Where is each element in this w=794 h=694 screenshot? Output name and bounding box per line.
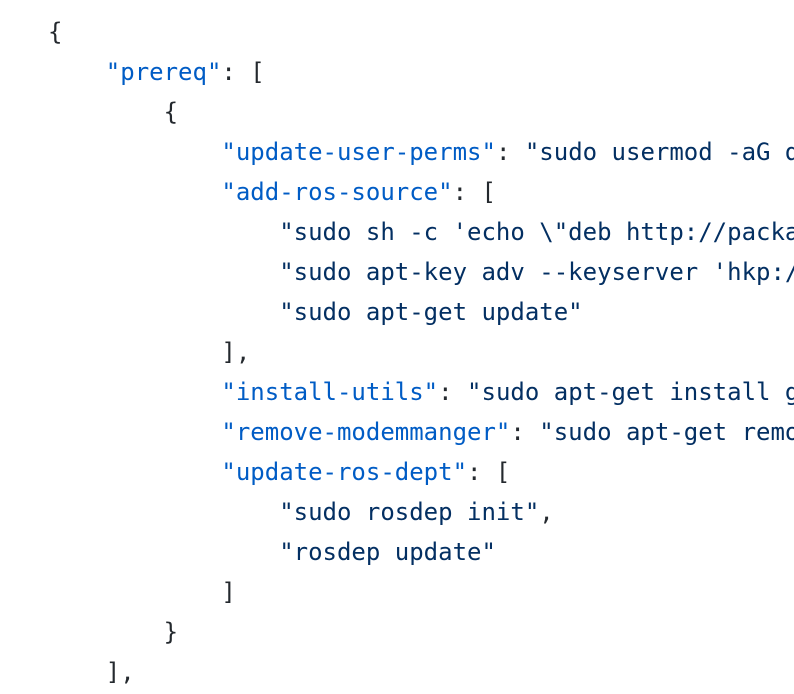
json-key: "install-utils" xyxy=(221,378,439,406)
json-string: "sudo apt-get install g xyxy=(467,378,794,406)
code-line: ], xyxy=(48,332,794,372)
json-key: "update-ros-dept" xyxy=(221,458,468,486)
json-punctuation: : xyxy=(495,138,525,166)
code-line: "update-user-perms": "sudo usermod -aG d xyxy=(48,132,794,172)
code-line: "add-ros-source": [ xyxy=(48,172,794,212)
code-line: } xyxy=(48,612,794,652)
code-line: { xyxy=(48,12,794,52)
code-line: "rosdep update" xyxy=(48,532,794,572)
code-line: "sudo apt-get update" xyxy=(48,292,794,332)
json-string: "sudo sh -c 'echo \"deb http://packa xyxy=(279,218,794,246)
code-line: "sudo apt-key adv --keyserver 'hkp:/ xyxy=(48,252,794,292)
json-punctuation: : [ xyxy=(467,458,511,486)
code-line: "prereq": [ xyxy=(48,52,794,92)
json-punctuation: , xyxy=(539,498,554,526)
code-line: "update-ros-dept": [ xyxy=(48,452,794,492)
json-punctuation: : xyxy=(510,418,540,446)
code-line: ] xyxy=(48,572,794,612)
json-punctuation: { xyxy=(48,18,63,46)
json-string: "sudo apt-key adv --keyserver 'hkp:/ xyxy=(279,258,794,286)
json-punctuation: ] xyxy=(221,578,236,606)
json-key: "add-ros-source" xyxy=(221,178,453,206)
json-string: "rosdep update" xyxy=(279,538,496,566)
json-key: "prereq" xyxy=(105,58,222,86)
code-line: ], xyxy=(48,652,794,692)
json-key: "update-user-perms" xyxy=(221,138,496,166)
json-punctuation: ], xyxy=(105,658,135,686)
json-code-block: { "prereq": [ { "update-user-perms": "su… xyxy=(48,12,794,692)
code-line: "sudo sh -c 'echo \"deb http://packa xyxy=(48,212,794,252)
json-string: "sudo apt-get update" xyxy=(279,298,583,326)
json-string: "sudo usermod -aG d xyxy=(524,138,794,166)
json-punctuation: { xyxy=(163,98,179,126)
code-line: { xyxy=(48,92,794,132)
json-punctuation: : [ xyxy=(452,178,496,206)
code-line: "sudo rosdep init", xyxy=(48,492,794,532)
json-punctuation: } xyxy=(163,618,179,646)
json-punctuation: ], xyxy=(221,338,251,366)
json-string: "sudo rosdep init" xyxy=(279,498,540,526)
code-line: "install-utils": "sudo apt-get install g xyxy=(48,372,794,412)
json-punctuation: : xyxy=(438,378,468,406)
json-punctuation: : [ xyxy=(221,58,265,86)
json-key: "remove-modemmanger" xyxy=(221,418,511,446)
code-line: "remove-modemmanger": "sudo apt-get remo xyxy=(48,412,794,452)
json-string: "sudo apt-get remo xyxy=(539,418,794,446)
